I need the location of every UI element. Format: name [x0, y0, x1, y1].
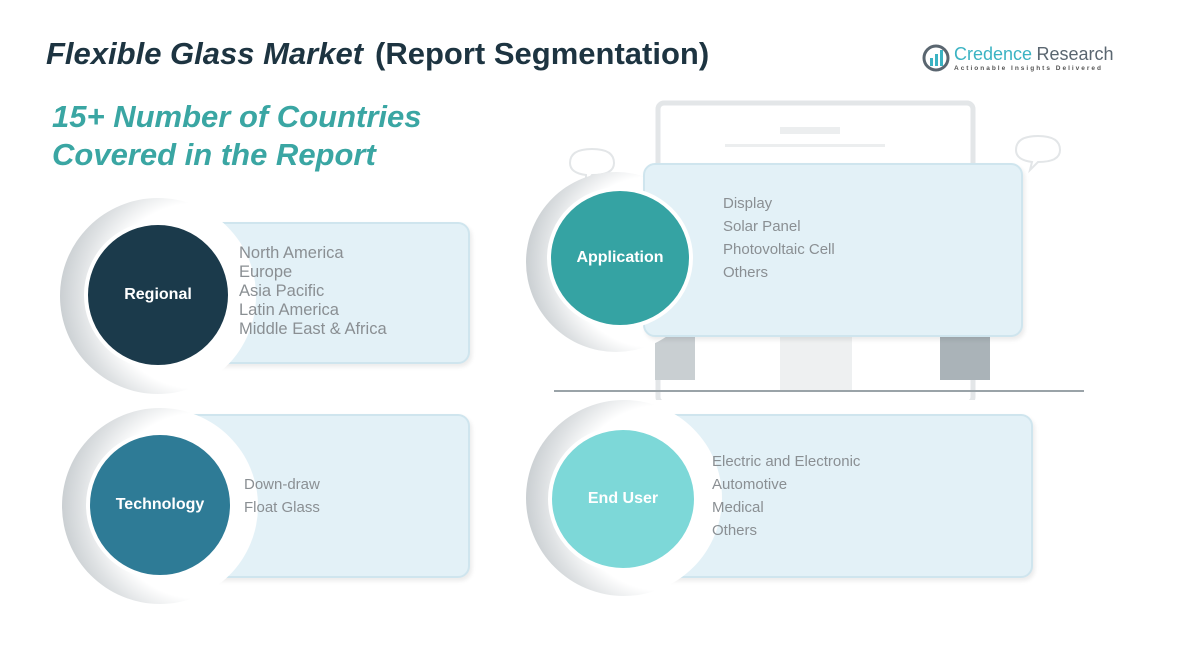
list-item: Float Glass: [244, 499, 320, 516]
page-title: Flexible Glass Market (Report Segmentatio…: [46, 36, 709, 72]
application-list: Display Solar Panel Photovoltaic Cell Ot…: [723, 192, 835, 284]
list-item: Others: [712, 522, 758, 539]
title-main: Flexible Glass Market: [46, 36, 364, 71]
regional-list: North America Europe Asia Pacific Latin …: [239, 244, 387, 339]
list-item: Electric and Electronic: [712, 453, 861, 470]
regional-circle: Regional: [84, 221, 232, 369]
technology-circle: Technology: [86, 431, 234, 579]
list-item: Middle East & Africa: [239, 320, 387, 338]
list-item: Down-draw: [244, 476, 320, 493]
list-item: Europe: [239, 263, 293, 281]
list-item: Display: [723, 195, 773, 212]
end-user-list: Electric and Electronic Automotive Medic…: [712, 450, 860, 542]
logo-name1: Credence: [954, 44, 1033, 64]
list-item: Solar Panel: [723, 218, 801, 235]
list-item: Others: [723, 264, 769, 281]
logo-chart-icon: [922, 44, 950, 72]
technology-list: Down-draw Float Glass: [244, 473, 320, 519]
list-item: Medical: [712, 499, 764, 516]
list-item: Photovoltaic Cell: [723, 241, 835, 258]
list-item: Asia Pacific: [239, 282, 325, 300]
subtitle-line2: Covered in the Report: [52, 137, 376, 172]
end-user-circle: End User: [548, 426, 698, 572]
logo-tagline: Actionable Insights Delivered: [954, 65, 1104, 72]
application-circle: Application: [547, 187, 693, 329]
application-card: [643, 163, 1023, 337]
title-paren: (Report Segmentation): [375, 36, 710, 71]
list-item: Latin America: [239, 301, 339, 319]
list-item: Automotive: [712, 476, 788, 493]
logo-name2: Research: [1036, 44, 1114, 64]
list-item: North America: [239, 244, 344, 262]
subtitle-line1: 15+ Number of Countries: [52, 99, 422, 134]
